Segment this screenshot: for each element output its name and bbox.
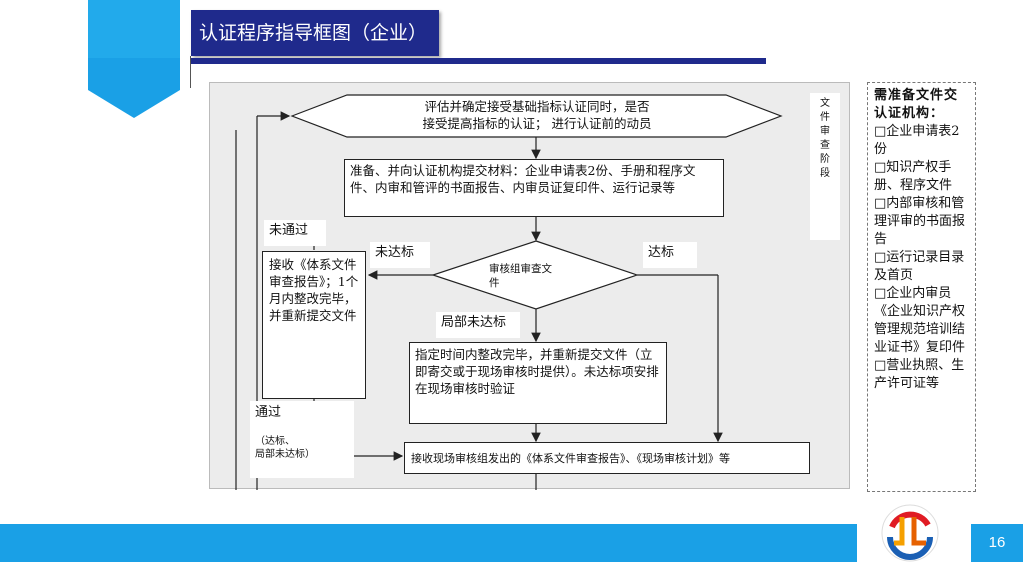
company-logo <box>881 504 939 562</box>
passed-label-box: 通过 （达标、 局部未达标） <box>250 401 354 478</box>
not-met-label: 未达标 <box>370 242 430 268</box>
prepare-materials-box: 准备、并向认证机构提交材料：企业申请表2份、手册和程序文件、内审和管评的书面报告… <box>344 159 724 217</box>
passed-note-line1: （达标、 <box>255 436 295 447</box>
onsite-audit-box: 接收现场审核组发出的《体系文件审查报告》、《现场审核计划》等 <box>404 442 810 474</box>
slide-title: 认证程序指导框图（企业） <box>191 10 439 56</box>
passed-label: 通过 <box>255 405 282 420</box>
required-document-item: □企业申请表2份 <box>874 124 960 157</box>
footer-bar <box>0 524 857 562</box>
required-document-item: □知识产权手册、程序文件 <box>874 160 953 193</box>
document-review-stage-label: 文件审查阶段 <box>810 93 840 240</box>
not-passed-label: 未通过 <box>264 220 326 246</box>
corner-chevron-decoration <box>88 0 180 118</box>
title-divider-tick <box>190 56 191 88</box>
partial-rectification-box: 指定时间内整改完毕，并重新提交文件（立即寄交或于现场审核时提供）。未达标项安排在… <box>409 342 667 424</box>
decision-text: 审核组审查文 件 <box>489 262 589 290</box>
required-documents-heading: 需准备文件交认证机构： <box>874 88 959 121</box>
revision-report-box: 接收《体系文件审查报告》；1个月内整改完毕，并重新提交文件 <box>262 251 366 399</box>
passed-note-line2: 局部未达标） <box>255 449 315 460</box>
required-document-item: □企业内审员《企业知识产权管理规范培训结业证书》复印件 <box>874 286 966 355</box>
required-document-item: □运行记录目录及首页 <box>874 250 965 283</box>
title-underline-bar <box>191 58 766 64</box>
start-hexagon <box>290 94 783 138</box>
partial-not-met-label: 局部未达标 <box>436 312 520 338</box>
page-number: 16 <box>971 524 1023 562</box>
required-documents-panel: 需准备文件交认证机构： □企业申请表2份 □知识产权手册、程序文件 □内部审核和… <box>867 82 976 492</box>
required-document-item: □营业执照、生产许可证等 <box>874 358 965 391</box>
start-step: 评估并确定接受基础指标认证同时，是否 接受提高指标的认证； 进行认证前的动员 <box>352 98 722 132</box>
required-document-item: □内部审核和管理评审的书面报告 <box>874 196 966 247</box>
stage-label-vertical: 文件审查阶段 <box>820 98 830 179</box>
start-step-line2: 接受提高指标的认证； 进行认证前的动员 <box>422 116 652 131</box>
decision-line1: 审核组审查文 <box>489 263 552 275</box>
decision-line2: 件 <box>489 277 500 289</box>
met-label: 达标 <box>643 242 697 268</box>
start-step-line1: 评估并确定接受基础指标认证同时，是否 <box>424 99 650 114</box>
